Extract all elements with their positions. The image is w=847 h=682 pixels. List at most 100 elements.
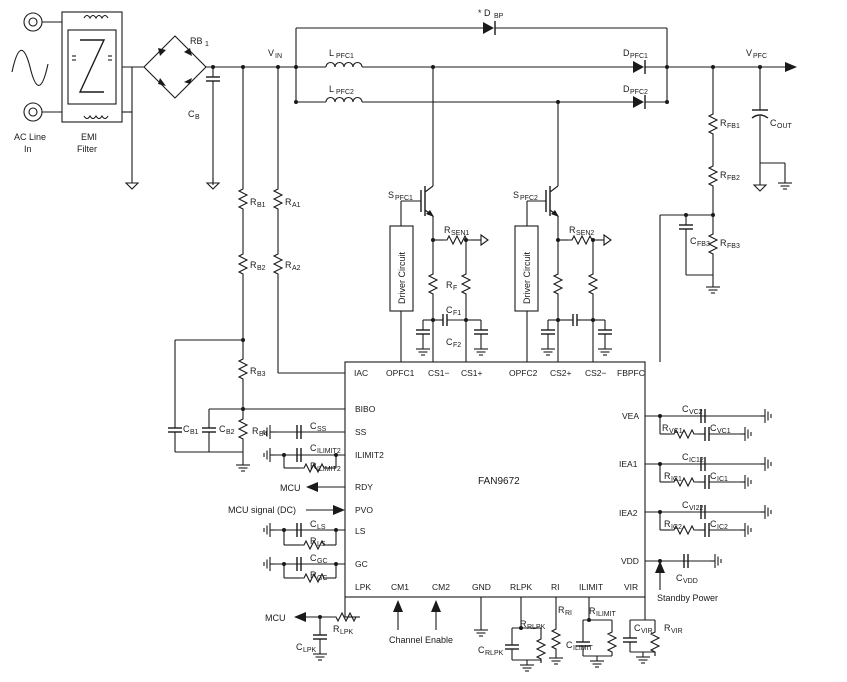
spfc2-label: S xyxy=(513,190,519,200)
rb1-label: RB xyxy=(190,36,203,46)
ac-source xyxy=(11,12,62,122)
cvdd-label: C xyxy=(676,573,683,583)
svg-text:GC: GC xyxy=(317,575,328,582)
standby-power-label: Standby Power xyxy=(657,593,718,603)
cgc-label: C xyxy=(310,553,317,563)
svg-text:ILIMIT: ILIMIT xyxy=(573,645,594,652)
svg-text:SEN1: SEN1 xyxy=(451,230,469,237)
svg-text:PFC2: PFC2 xyxy=(520,195,538,202)
mcu-label-1: MCU xyxy=(280,483,301,493)
svg-text:B4: B4 xyxy=(259,431,268,438)
cic1-label: C xyxy=(710,471,717,481)
svg-text:ILIMIT: ILIMIT xyxy=(596,611,617,618)
emi-filter xyxy=(61,11,123,123)
svg-text:A2: A2 xyxy=(292,265,301,272)
pin-ilimit2: ILIMIT2 xyxy=(355,450,384,460)
svg-text:PFC1: PFC1 xyxy=(630,53,648,60)
svg-text:PFC1: PFC1 xyxy=(336,53,354,60)
ra1-label: R xyxy=(285,197,292,207)
ac-line-in-label-2: In xyxy=(24,144,32,154)
svg-text:FB1: FB1 xyxy=(727,123,740,130)
rb3r-label: R xyxy=(250,366,257,376)
pin-vdd: VDD xyxy=(621,556,639,566)
svg-text:A1: A1 xyxy=(292,202,301,209)
svg-text:LS: LS xyxy=(317,541,326,548)
pin-rdy: RDY xyxy=(355,482,373,492)
ac-line-in-label: AC Line xyxy=(14,132,46,142)
ric1-label: R xyxy=(664,471,671,481)
svg-text:LS: LS xyxy=(317,524,326,531)
svg-text:B1: B1 xyxy=(190,429,199,436)
pin-ls: LS xyxy=(355,526,366,536)
dpfc2-label: D xyxy=(623,84,630,94)
pin-gc: GC xyxy=(355,559,368,569)
pin-cm1: CM1 xyxy=(391,582,409,592)
rrlpk-label: R xyxy=(520,619,527,629)
rfb3-label: R xyxy=(720,238,727,248)
pin-opfc2: OPFC2 xyxy=(509,368,538,378)
dpfc1-label: D xyxy=(623,48,630,58)
pin-iea2: IEA2 xyxy=(619,508,638,518)
svg-text:VDD: VDD xyxy=(683,578,698,585)
cvc1-label: C xyxy=(710,423,717,433)
rilimit-label: R xyxy=(589,606,596,616)
svg-text:BP: BP xyxy=(494,13,504,20)
svg-text:F2: F2 xyxy=(453,342,461,349)
pin-gnd: GND xyxy=(472,582,491,592)
cf1-label: C xyxy=(446,305,453,315)
rls-label: R xyxy=(310,536,317,546)
svg-text:VC2: VC2 xyxy=(689,409,703,416)
svg-text:ILIMIT2: ILIMIT2 xyxy=(317,466,341,473)
svg-text:IC1: IC1 xyxy=(717,476,728,483)
svg-text:PFC2: PFC2 xyxy=(630,89,648,96)
cb-label: C xyxy=(188,109,195,119)
dbp-label: * D xyxy=(478,8,491,18)
svg-text:FB3: FB3 xyxy=(697,241,710,248)
ra2-label: R xyxy=(285,260,292,270)
svg-text:PFC: PFC xyxy=(753,53,767,60)
rsen2-label: R xyxy=(569,225,576,235)
rf-label: R xyxy=(446,280,453,290)
svg-text:VIR: VIR xyxy=(671,628,683,635)
svg-text:RI: RI xyxy=(565,610,572,617)
svg-text:PFC2: PFC2 xyxy=(336,89,354,96)
svg-text:VC1: VC1 xyxy=(669,428,683,435)
pin-cs1-minus: CS1− xyxy=(428,368,450,378)
rvir-label: R xyxy=(664,623,671,633)
emi-filter-label-2: Filter xyxy=(77,144,97,154)
pin-pvo: PVO xyxy=(355,505,373,515)
rb2r-label: R xyxy=(250,260,257,270)
svg-text:IN: IN xyxy=(275,53,282,60)
cvi22-label: C xyxy=(682,500,689,510)
svg-text:1: 1 xyxy=(205,41,209,48)
svg-text:FB3: FB3 xyxy=(727,243,740,250)
pin-cs1-plus: CS1+ xyxy=(461,368,483,378)
pin-iea1: IEA1 xyxy=(619,459,638,469)
svg-text:VC1: VC1 xyxy=(717,428,731,435)
svg-text:VIR: VIR xyxy=(641,628,653,635)
cb2-label: C xyxy=(219,424,226,434)
rilimit2-label: R xyxy=(310,461,317,471)
cilimit-label: C xyxy=(566,640,573,650)
chip-name: FAN9672 xyxy=(478,476,520,487)
rri-label: R xyxy=(558,605,565,615)
mcu-signal-label: MCU signal (DC) xyxy=(228,505,296,515)
rvc1-label: R xyxy=(662,423,669,433)
svg-text:GC: GC xyxy=(317,558,328,565)
channel-enable-label: Channel Enable xyxy=(389,635,453,645)
emi-filter-label: EMI xyxy=(81,132,97,142)
svg-text:VI22: VI22 xyxy=(689,505,704,512)
cls-label: C xyxy=(310,519,317,529)
svg-text:PFC1: PFC1 xyxy=(395,195,413,202)
crlpk-label: C xyxy=(478,645,485,655)
rsen1-label: R xyxy=(444,225,451,235)
cout-label: C xyxy=(770,118,777,128)
cvir-label: C xyxy=(634,623,641,633)
cb1-label: C xyxy=(183,424,190,434)
fan9672-chip xyxy=(344,361,646,598)
svg-text:SEN2: SEN2 xyxy=(576,230,594,237)
cvc2-label: C xyxy=(682,404,689,414)
svg-text:LPK: LPK xyxy=(340,629,354,636)
clpk-label: C xyxy=(296,642,303,652)
pin-fbpfc: FBPFC xyxy=(617,368,645,378)
